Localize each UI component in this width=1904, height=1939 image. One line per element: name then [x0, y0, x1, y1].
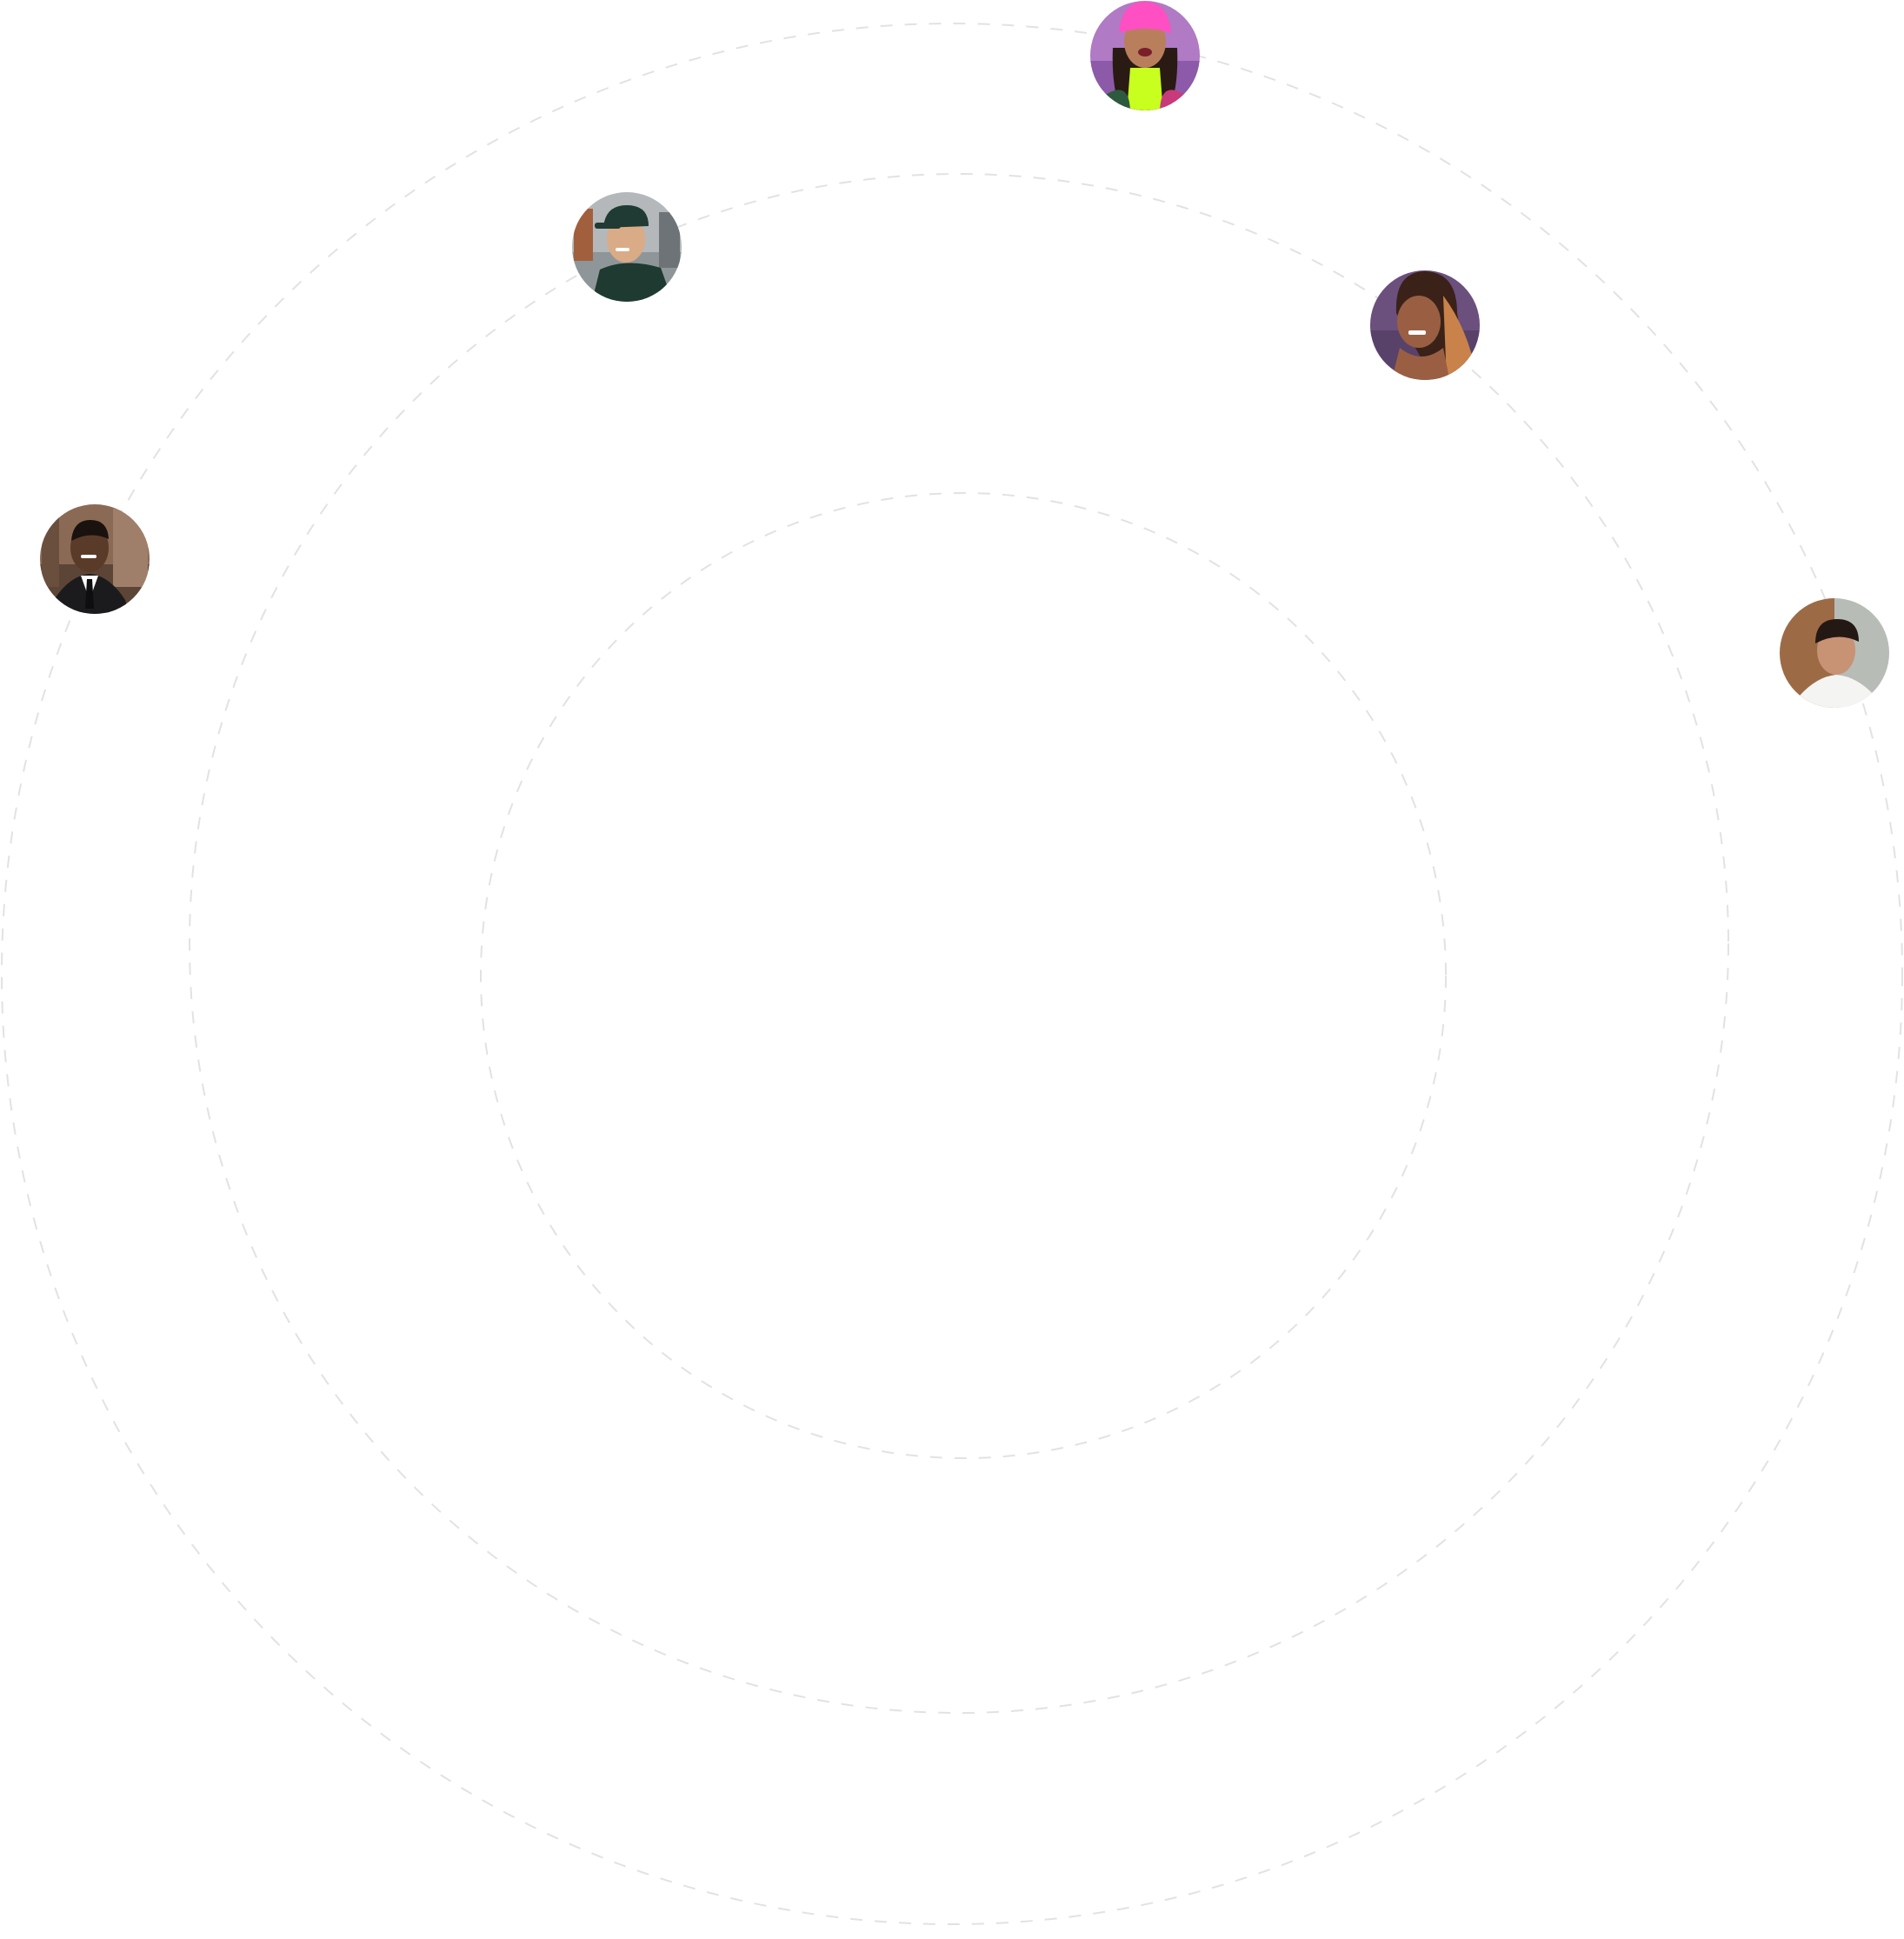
middle-orbit-ring [189, 173, 1729, 1714]
avatar-woman-pink-beanie [1090, 1, 1200, 110]
avatar-man-green-cap [572, 192, 682, 302]
inner-orbit-ring [480, 492, 1447, 1459]
avatar-woman-purple-wall [1370, 270, 1480, 380]
outer-orbit-ring [1, 23, 1903, 1925]
avatar-man-suit [40, 504, 150, 614]
avatar-man-white-shirt [1780, 598, 1889, 708]
